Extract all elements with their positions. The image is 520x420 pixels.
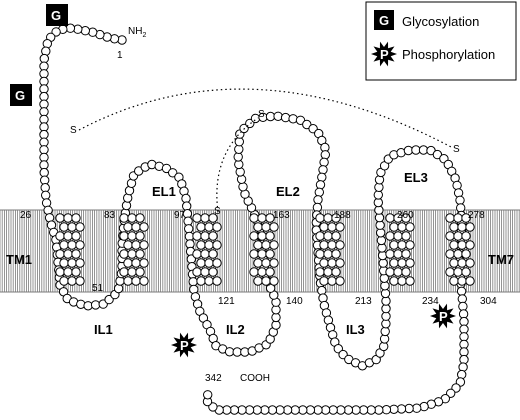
disulfide-bond-long: [78, 88, 454, 149]
el1-label: EL1: [152, 184, 176, 199]
il2-label: IL2: [226, 322, 245, 337]
legend-phosphorylation-label: Phosphorylation: [402, 47, 495, 62]
legend: G Glycosylation P Phosphorylation: [365, 1, 517, 81]
disulfide-bond-short: [216, 117, 259, 213]
disulfide-s-label-2: S: [214, 206, 221, 217]
residue-number-121: 121: [218, 296, 235, 307]
disulfide-s-label-1: S: [70, 125, 77, 136]
el2-label: EL2: [276, 184, 300, 199]
glycosylation-marker-2: G: [10, 84, 32, 106]
legend-phosphorylation-symbol: P: [371, 41, 397, 67]
glycosylation-marker-1: G: [46, 4, 68, 26]
phosphorylation-marker-2: P: [430, 303, 456, 329]
residue-number-1: 1: [117, 50, 123, 61]
residue-number-260: 260: [397, 210, 414, 221]
c-terminus-label: COOH: [240, 373, 270, 384]
il3-label: IL3: [346, 322, 365, 337]
residue-number-342: 342: [205, 373, 222, 384]
residue-number-97: 97: [174, 210, 186, 221]
residue-number-163: 163: [273, 210, 290, 221]
phosphorylation-marker-1: P: [171, 332, 197, 358]
svg-text:G: G: [15, 88, 25, 103]
legend-glycosylation-label: Glycosylation: [402, 14, 479, 29]
svg-text:P: P: [380, 47, 389, 62]
el3-label: EL3: [404, 170, 428, 185]
residue-number-140: 140: [286, 296, 303, 307]
disulfide-s-label-4: S: [453, 144, 460, 155]
n-terminus-label: NH2: [128, 26, 146, 39]
amino-acid-chain: [39, 23, 475, 415]
residue-number-234: 234: [422, 296, 439, 307]
tm1-label: TM1: [6, 252, 32, 267]
legend-glycosylation-symbol: G: [379, 13, 389, 28]
residue-number-26: 26: [20, 210, 32, 221]
residue-number-304: 304: [480, 296, 497, 307]
residue-number-51: 51: [92, 283, 104, 294]
disulfide-s-label-3: S: [258, 109, 265, 120]
tm7-label: TM7: [488, 252, 514, 267]
residue-number-278: 278: [468, 210, 485, 221]
residue-number-213: 213: [355, 296, 372, 307]
il1-label: IL1: [94, 322, 113, 337]
residue-number-188: 188: [334, 210, 351, 221]
svg-text:P: P: [180, 338, 189, 353]
svg-text:P: P: [439, 309, 448, 324]
svg-text:G: G: [51, 8, 61, 23]
residue-number-83: 83: [104, 210, 116, 221]
